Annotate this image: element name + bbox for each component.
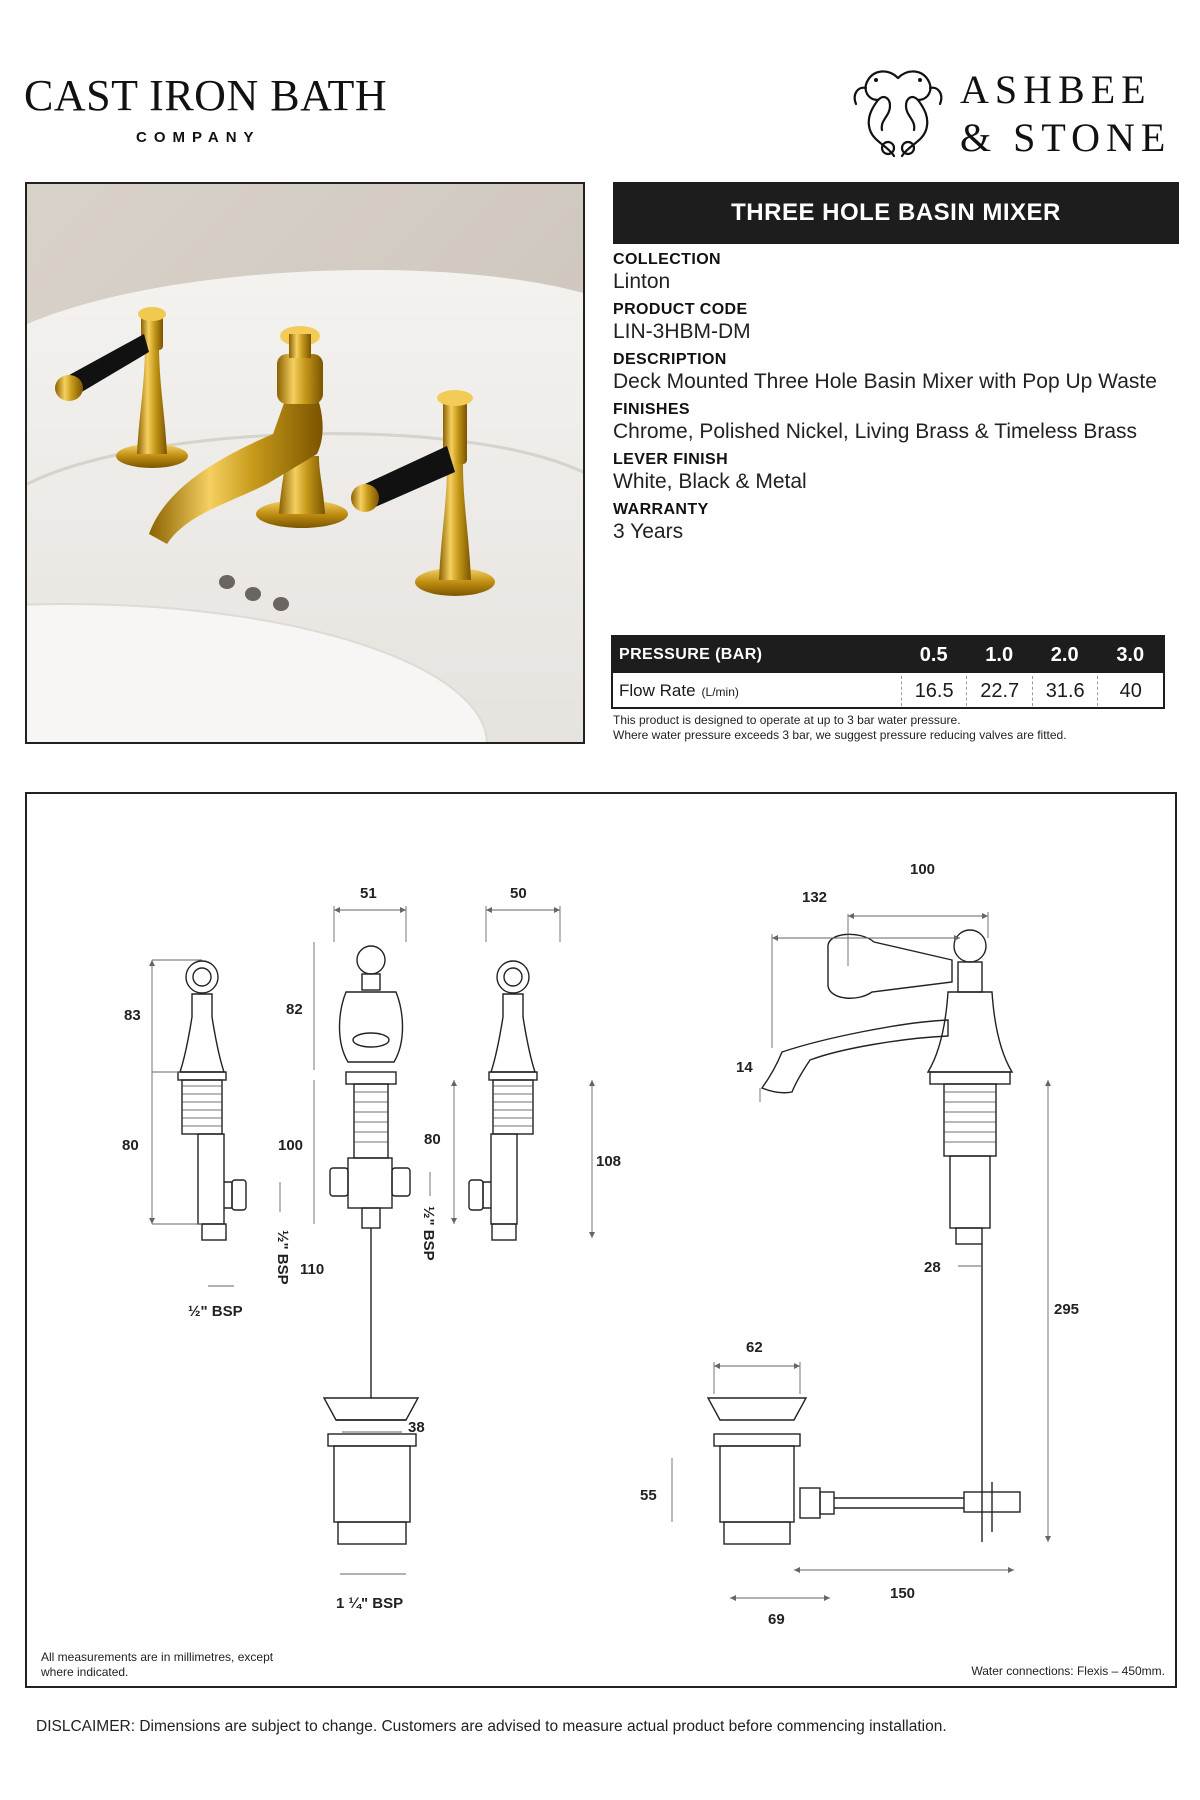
flow-rate-value: 16.5 (900, 676, 967, 706)
bsp-waste: 1 ¼" BSP (336, 1595, 403, 1612)
dim-108: 108 (596, 1153, 621, 1170)
field-value: White, Black & Metal (613, 470, 807, 493)
field-value: Chrome, Polished Nickel, Living Brass & … (613, 420, 1138, 443)
dim-80-left: 80 (122, 1137, 139, 1154)
flow-rate-unit: (L/min) (701, 685, 739, 699)
bsp-left-vertical: ½" BSP (274, 1230, 291, 1285)
dim-110: 110 (300, 1261, 324, 1278)
pressure-note-line2: Where water pressure exceeds 3 bar, we s… (613, 728, 1067, 742)
field-lever-finish: LEVER FINISH White, Black & Metal (613, 450, 1179, 494)
brand-right-words: ASHBEE & STONE (960, 66, 1171, 162)
field-label: LEVER FINISH (613, 451, 729, 468)
field-label: COLLECTION (613, 251, 721, 268)
field-value: Linton (613, 270, 671, 293)
cast-iron-bath-logo: CAST IRON BATH COMPANY (24, 70, 387, 146)
field-collection: COLLECTION Linton (613, 250, 1179, 294)
dim-69: 69 (768, 1611, 785, 1628)
field-description: DESCRIPTION Deck Mounted Three Hole Basi… (613, 350, 1179, 394)
basin-mixer-photo (27, 184, 583, 742)
dim-150: 150 (890, 1585, 915, 1602)
bsp-centre-vertical: ½" BSP (420, 1206, 437, 1261)
dim-51: 51 (360, 885, 377, 902)
disclaimer: DISLCAIMER: Dimensions are subject to ch… (36, 1718, 947, 1735)
field-product-code: PRODUCT CODE LIN-3HBM-DM (613, 300, 1179, 344)
field-warranty: WARRANTY 3 Years (613, 500, 1179, 544)
dim-82: 82 (286, 1001, 303, 1018)
spec-panel: THREE HOLE BASIN MIXER COLLECTION Linton… (613, 182, 1179, 544)
dim-80-centre: 80 (424, 1131, 441, 1148)
pressure-table: PRESSURE (BAR) 0.5 1.0 2.0 3.0 Flow Rate… (611, 635, 1165, 709)
product-photo (25, 182, 585, 744)
dim-132: 132 (802, 889, 827, 906)
header: CAST IRON BATH COMPANY ASHBEE & STONE (0, 0, 1200, 180)
pressure-value: 1.0 (985, 643, 1014, 666)
field-label: DESCRIPTION (613, 351, 727, 368)
dim-295: 295 (1054, 1301, 1079, 1318)
pressure-value: 0.5 (919, 643, 948, 666)
field-value: 3 Years (613, 520, 684, 543)
dim-62: 62 (746, 1339, 763, 1356)
measurement-note: All measurements are in millimetres, exc… (41, 1650, 274, 1679)
field-label: WARRANTY (613, 501, 709, 518)
bsp-left: ½" BSP (188, 1303, 243, 1320)
product-title: THREE HOLE BASIN MIXER (613, 182, 1179, 244)
pressure-note-line1: This product is designed to operate at u… (613, 713, 961, 727)
field-label: PRODUCT CODE (613, 301, 748, 318)
flow-rate-value: 31.6 (1031, 676, 1098, 706)
brand-right-line1: ASHBEE (960, 67, 1152, 112)
technical-drawing: 51 50 100 132 83 82 80 100 80 108 14 28 … (25, 792, 1177, 1688)
pressure-note: This product is designed to operate at u… (613, 713, 1067, 743)
flow-rate-label: Flow Rate (L/min) (613, 681, 901, 701)
dim-50: 50 (510, 885, 527, 902)
field-value: Deck Mounted Three Hole Basin Mixer with… (613, 370, 1157, 393)
pressure-value: 3.0 (1116, 643, 1145, 666)
dimension-drawing: 51 50 100 132 83 82 80 100 80 108 14 28 … (122, 861, 1079, 1628)
brand-right-line2: & STONE (960, 115, 1172, 160)
brand-left-sub: COMPANY (136, 129, 261, 146)
dim-55: 55 (640, 1487, 657, 1504)
field-label: FINISHES (613, 401, 690, 418)
brand-left-name: CAST IRON BATH (24, 71, 388, 120)
field-value: LIN-3HBM-DM (613, 320, 751, 343)
pressure-table-header: PRESSURE (BAR) 0.5 1.0 2.0 3.0 (613, 637, 1163, 673)
pressure-header-label: PRESSURE (BAR) (619, 646, 763, 663)
flow-rate-row: Flow Rate (L/min) 16.5 22.7 31.6 40 (613, 673, 1163, 709)
dim-38: 38 (408, 1419, 425, 1436)
flow-rate-value: 22.7 (966, 676, 1032, 706)
dim-100: 100 (910, 861, 935, 878)
dim-83: 83 (124, 1007, 141, 1024)
pressure-value: 2.0 (1050, 643, 1079, 666)
flow-rate-value: 40 (1097, 676, 1163, 706)
dim-100-centre: 100 (278, 1137, 303, 1154)
spec-fields: COLLECTION Linton PRODUCT CODE LIN-3HBM-… (613, 250, 1179, 544)
seahorse-emblem-icon (853, 70, 943, 158)
water-connections-note: Water connections: Flexis – 450mm. (971, 1664, 1165, 1678)
flow-rate-label-text: Flow Rate (619, 681, 696, 700)
dim-28: 28 (924, 1259, 941, 1276)
dim-14: 14 (736, 1059, 753, 1076)
field-finishes: FINISHES Chrome, Polished Nickel, Living… (613, 400, 1179, 444)
